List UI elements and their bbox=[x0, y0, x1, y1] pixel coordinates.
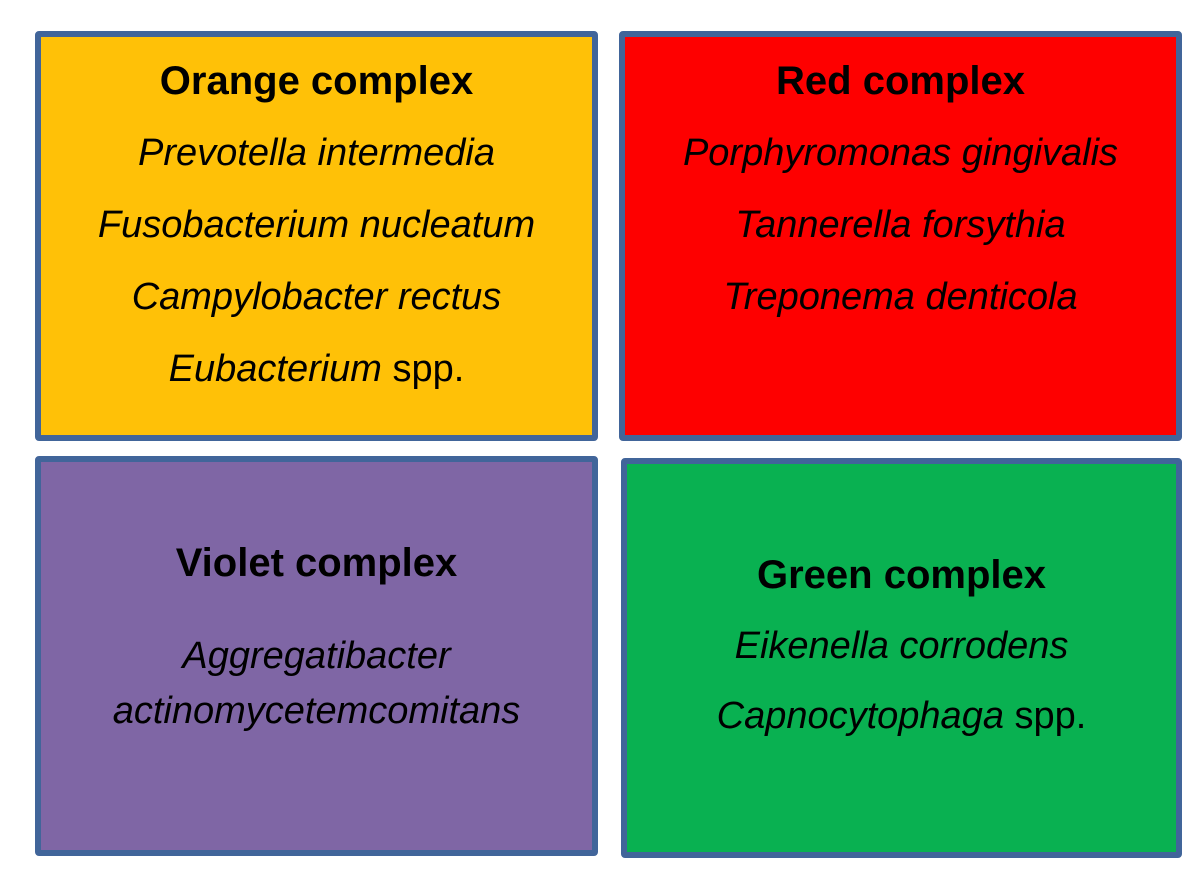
species-item: Fusobacterium nucleatum bbox=[97, 204, 536, 246]
species-item: Tannerella forsythia bbox=[735, 204, 1066, 246]
green-complex-box: Green complex Eikenella corrodens Capnoc… bbox=[621, 458, 1182, 858]
violet-complex-box: Violet complex Aggregatibacter actinomyc… bbox=[35, 456, 598, 856]
violet-complex-title: Violet complex bbox=[175, 541, 458, 585]
orange-complex-title: Orange complex bbox=[159, 59, 474, 103]
species-item: Porphyromonas gingivalis bbox=[682, 132, 1119, 174]
species-item: Treponema denticola bbox=[723, 276, 1078, 318]
species-item: Aggregatibacter actinomycetemcomitans bbox=[112, 635, 521, 732]
species-item: Prevotella intermedia bbox=[138, 132, 495, 174]
species-item: Campylobacter rectus bbox=[131, 276, 502, 318]
green-complex-title: Green complex bbox=[756, 553, 1046, 597]
species-item: Eikenella corrodens bbox=[734, 625, 1069, 667]
red-complex-title: Red complex bbox=[776, 59, 1025, 103]
red-complex-box: Red complex Porphyromonas gingivalis Tan… bbox=[619, 31, 1182, 441]
orange-complex-box: Orange complex Prevotella intermedia Fus… bbox=[35, 31, 598, 441]
species-item: Capnocytophaga spp. bbox=[716, 695, 1087, 737]
species-item: Eubacterium spp. bbox=[168, 348, 465, 390]
